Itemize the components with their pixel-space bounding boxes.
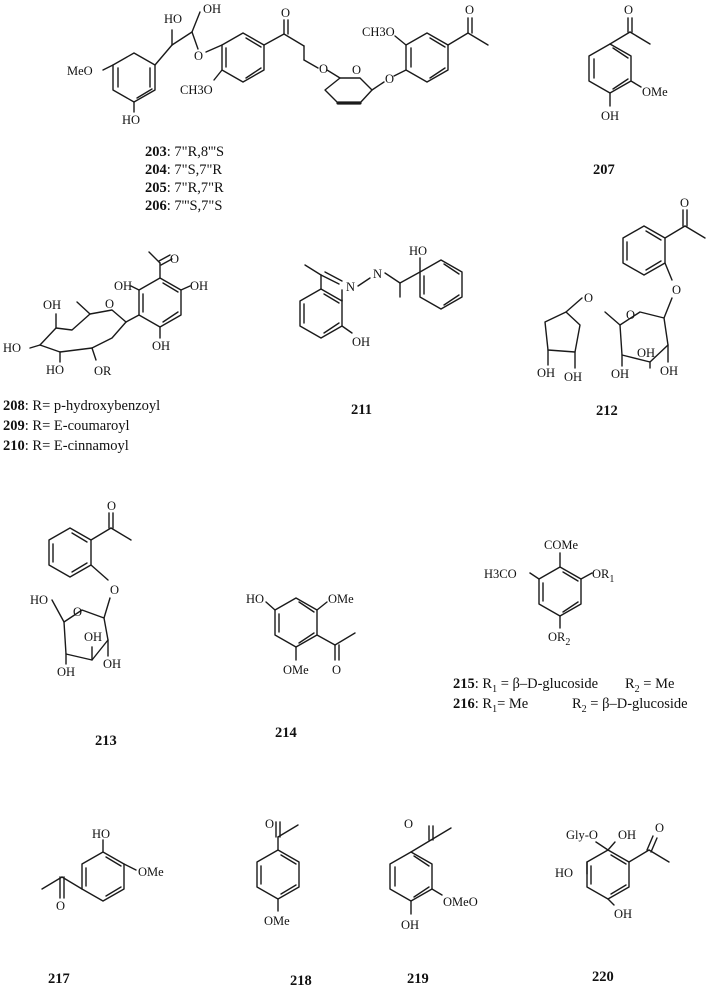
atom-oh: OH bbox=[564, 370, 582, 384]
atom-ome: OMe bbox=[138, 865, 164, 879]
structure-215-216: COMe H3CO OR1 OR2 215: R1 = β–D-glucosid… bbox=[453, 538, 688, 715]
label-205: 205: 7"R,7"R bbox=[145, 180, 224, 196]
structure-218: O OMe 218 bbox=[256, 817, 312, 989]
atom-oh: OH bbox=[637, 346, 655, 360]
atom-o: O bbox=[265, 817, 274, 831]
label-214: 214 bbox=[275, 725, 297, 741]
atom-o: O bbox=[624, 3, 633, 17]
atom-o: O bbox=[332, 663, 341, 677]
structure-211: N N HO OH 211 bbox=[299, 244, 463, 418]
atom-o-link: O bbox=[110, 583, 119, 597]
atom-come: COMe bbox=[544, 538, 578, 552]
label-209: 209: R= E-coumaroyl bbox=[3, 418, 130, 434]
atom-meo: MeO bbox=[67, 64, 93, 78]
atom-o-ring: O bbox=[352, 63, 361, 77]
atom-oh: OH bbox=[84, 630, 102, 644]
label-220: 220 bbox=[592, 969, 614, 985]
atom-o-ring: O bbox=[626, 308, 635, 322]
atom-oh: OH bbox=[103, 657, 121, 671]
label-216: 216: R1= Me bbox=[453, 696, 528, 715]
structure-212: O O O O OH OH OH OH OH 212 bbox=[537, 196, 706, 419]
atom-o: O bbox=[319, 62, 328, 76]
atom-oh: OH bbox=[114, 279, 132, 293]
label-217: 217 bbox=[48, 971, 70, 987]
atom-ho: HO bbox=[409, 244, 427, 258]
atom-acetyl-o: O bbox=[465, 3, 474, 17]
atom-omeo: OMeO bbox=[443, 895, 478, 909]
atom-oh: OH bbox=[614, 907, 632, 921]
atom-or: OR bbox=[94, 364, 112, 378]
atom-oh: OH bbox=[601, 109, 619, 123]
atom-oh: OH bbox=[611, 367, 629, 381]
structure-203-206: HO OH O MeO HO CH3O O O O O CH3O bbox=[67, 2, 489, 214]
atom-ome: OMe bbox=[642, 85, 668, 99]
atom-ome: OMe bbox=[283, 663, 309, 677]
label-211: 211 bbox=[351, 402, 372, 418]
label-219: 219 bbox=[407, 971, 429, 987]
atom-ketone-o: O bbox=[281, 6, 290, 20]
atom-ch3o: CH3O bbox=[362, 25, 395, 39]
atom-or1: OR1 bbox=[592, 567, 614, 585]
atom-ome: OMe bbox=[328, 592, 354, 606]
atom-o: O bbox=[107, 499, 116, 513]
atom-oh: OH bbox=[660, 364, 678, 378]
atom-o-ring: O bbox=[73, 605, 82, 619]
atom-o: O bbox=[680, 196, 689, 210]
atom-oh: OH bbox=[57, 665, 75, 679]
atom-gly-o: Gly-O bbox=[566, 828, 598, 842]
atom-o-c6: O bbox=[584, 291, 593, 305]
label-215: 215: R1 = β–D-glucoside bbox=[453, 676, 598, 695]
atom-oh: OH bbox=[401, 918, 419, 932]
atom-oh: OH bbox=[352, 335, 370, 349]
structure-207: O OMe OH 207 bbox=[588, 3, 668, 178]
atom-ho: HO bbox=[246, 592, 264, 606]
atom-o-ring: O bbox=[105, 297, 114, 311]
atom-o-glycosidic: O bbox=[385, 72, 394, 86]
atom-oh: OH bbox=[618, 828, 636, 842]
atom-ho: HO bbox=[46, 363, 64, 377]
atom-h3co: H3CO bbox=[484, 567, 517, 581]
atom-ch3o: CH3O bbox=[180, 83, 213, 97]
atom-oh: OH bbox=[203, 2, 221, 16]
atom-o: O bbox=[194, 49, 203, 63]
atom-oh: OH bbox=[537, 366, 555, 380]
atom-ho: HO bbox=[30, 593, 48, 607]
atom-ho: HO bbox=[164, 12, 182, 26]
label-206: 206: 7'''S,7"S bbox=[145, 198, 222, 214]
atom-n: N bbox=[373, 267, 382, 281]
structure-217: HO OMe O 217 bbox=[41, 827, 164, 987]
label-207: 207 bbox=[593, 162, 615, 178]
atom-o-link: O bbox=[672, 283, 681, 297]
structure-208-210: O OH OH OH OH O HO HO OR 208: R= p-hydro… bbox=[3, 251, 208, 454]
label-218: 218 bbox=[290, 973, 312, 989]
atom-o: O bbox=[404, 817, 413, 831]
atom-oh: OH bbox=[152, 339, 170, 353]
label-208: 208: R= p-hydroxybenzoyl bbox=[3, 398, 160, 414]
label-212: 212 bbox=[596, 403, 618, 419]
atom-ho: HO bbox=[122, 113, 140, 127]
structure-214: HO OMe OMe O 214 bbox=[246, 592, 356, 741]
structure-219: O OMeO OH 219 bbox=[389, 817, 478, 987]
atom-ho: HO bbox=[3, 341, 21, 355]
atom-oh-sugar: OH bbox=[43, 298, 61, 312]
structure-213: O O O HO OH OH OH 213 bbox=[30, 499, 132, 749]
label-215-r2: R2 = Me bbox=[625, 676, 674, 695]
atom-or2: OR2 bbox=[548, 630, 570, 648]
atom-ho: HO bbox=[555, 866, 573, 880]
atom-n: N bbox=[346, 280, 355, 294]
atom-o-acetyl: O bbox=[170, 252, 179, 266]
structure-220: Gly-O OH HO OH O 220 bbox=[555, 821, 670, 985]
atom-oh: OH bbox=[190, 279, 208, 293]
label-210: 210: R= E-cinnamoyl bbox=[3, 438, 129, 454]
atom-o: O bbox=[56, 899, 65, 913]
atom-ho: HO bbox=[92, 827, 110, 841]
atom-ome: OMe bbox=[264, 914, 290, 928]
label-213: 213 bbox=[95, 733, 117, 749]
label-216-r2: R2 = β–D-glucoside bbox=[572, 696, 688, 715]
label-204: 204: 7"S,7"R bbox=[145, 162, 222, 178]
label-203: 203: 7"R,8'''S bbox=[145, 144, 224, 160]
atom-o: O bbox=[655, 821, 664, 835]
